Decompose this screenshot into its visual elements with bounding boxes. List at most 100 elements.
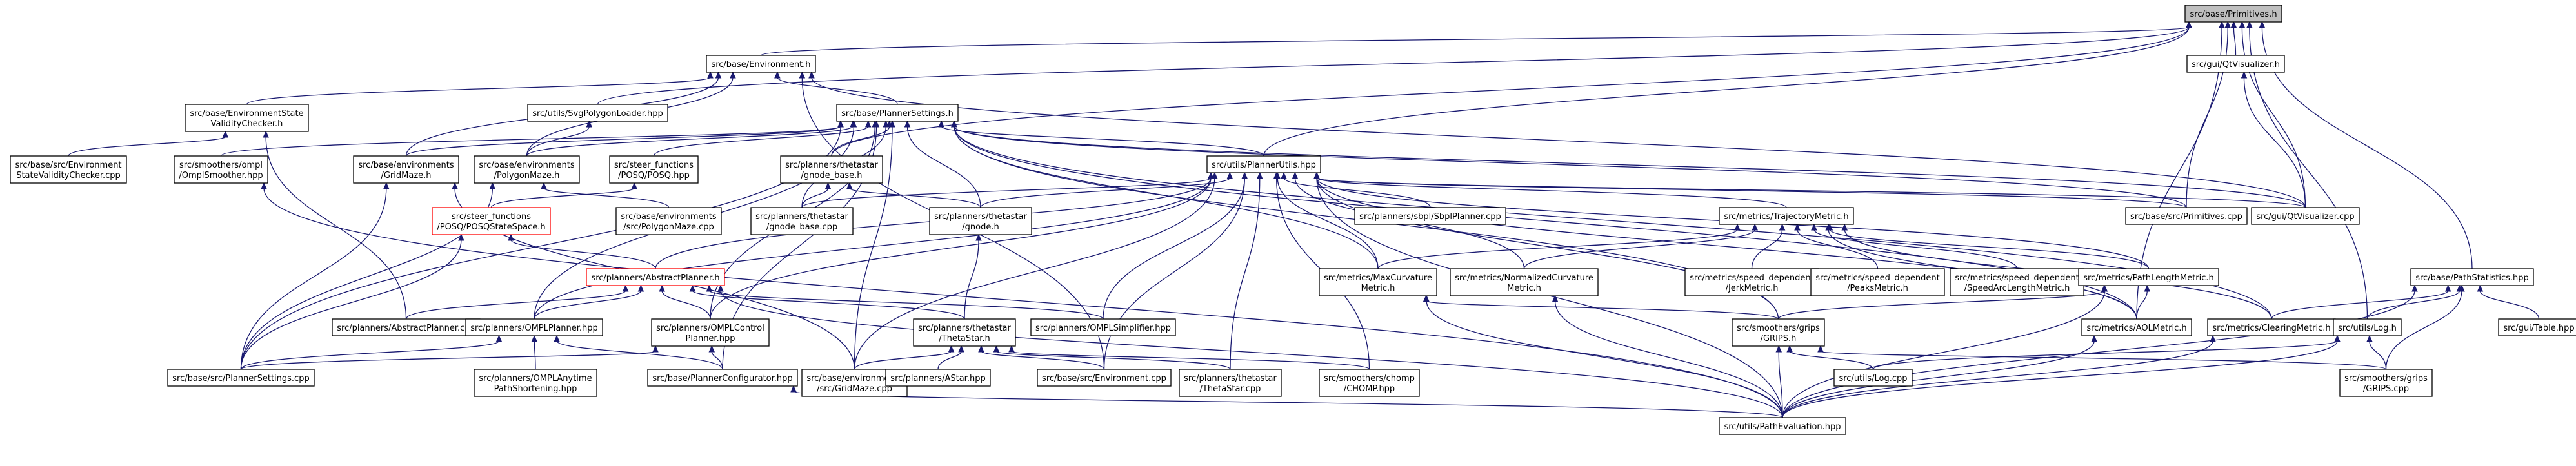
node-label: src/planners/OMPLControl [656,324,764,333]
node-speed-arc-metric[interactable]: src/metrics/speed_dependent/SpeedArcLeng… [1950,268,2084,296]
node-label: src/gui/QtVisualizer.cpp [2256,212,2354,222]
edge-arrowhead [2091,335,2097,342]
node-posq-hpp[interactable]: src/steer_functions/POSQ/POSQ.hpp [609,155,699,184]
node-label: src/base/src/PlannerSettings.cpp [172,374,309,383]
node-label: src/metrics/NormalizedCurvature [1455,273,1593,283]
node-log-h[interactable]: src/utils/Log.h [2333,318,2402,336]
node-environment-cpp[interactable]: src/base/src/Environment.cpp [1037,369,1172,387]
edge-line [490,188,635,208]
node-log-cpp[interactable]: src/utils/Log.cpp [1833,369,1913,387]
node-ompl-smoother[interactable]: src/smoothers/ompl/OmplSmoother.hpp [174,155,268,184]
node-grips-h[interactable]: src/smoothers/grips/GRIPS.h [1732,318,1825,347]
edge-arrowhead [824,182,832,189]
edge-line [720,290,1783,418]
edge-line [526,126,854,157]
edge-line [801,188,829,208]
node-theta-star-h[interactable]: src/planners/thetastar/ThetaStar.h [913,318,1016,347]
edge-10 [2241,71,2306,208]
node-theta-star-cpp[interactable]: src/planners/thetastar/ThetaStar.cpp [1179,369,1282,397]
node-box [353,155,459,184]
node-aol-metric[interactable]: src/metrics/AOLMetric.h [2081,318,2192,336]
edge-line [2243,77,2306,208]
node-label: src/smoothers/chomp [1324,374,1415,383]
node-label: src/base/Environment.h [711,60,810,70]
node-peaks-metric[interactable]: src/metrics/speed_dependent/PeaksMetric.… [1810,268,1945,296]
edge-arrowhead [1775,345,1782,353]
edge-arrowhead [1734,223,1741,231]
edge-arrowhead [222,130,229,138]
node-box [913,318,1016,347]
edge-line [2249,26,2368,320]
node-box [1719,207,1854,225]
edge-line [1782,290,2106,418]
node-polygon-maze-h[interactable]: src/base/environments/PolygonMaze.h [474,155,580,184]
node-path-statistics[interactable]: src/base/PathStatistics.hpp [2410,268,2534,286]
node-path-evaluation[interactable]: src/utils/PathEvaluation.hpp [1719,417,1846,435]
node-ompl-planner[interactable]: src/planners/OMPLPlanner.hpp [465,318,603,336]
node-gui-qtvis-h[interactable]: src/gui/QtVisualizer.h [2186,55,2285,73]
node-theta-gnode-base-h[interactable]: src/planners/thetastar/gnode_base.h [780,155,883,184]
node-ompl-simplifier[interactable]: src/planners/OMPLSimplifier.hpp [1030,318,1176,336]
node-ompl-anytime[interactable]: src/planners/OMPLAnytimePathShortening.h… [474,369,597,397]
edge-line [405,290,626,320]
edge-line [240,351,656,370]
edge-arrowhead [1281,171,1287,179]
edge-arrowhead [706,284,713,292]
node-trajectory-metric[interactable]: src/metrics/TrajectoryMetric.h [1719,207,1854,225]
node-jerk-metric[interactable]: src/metrics/speed_dependent/JerkMetric.h [1684,268,1819,296]
node-chomp-hpp[interactable]: src/smoothers/chomp/CHOMP.hpp [1319,369,1420,397]
node-primitives[interactable]: src/base/Primitives.h [2184,5,2282,23]
edge-line [854,177,1215,370]
node-planner-settings[interactable]: src/base/PlannerSettings.h [836,104,959,122]
edge-arrowhead [1273,171,1280,179]
edge-arrowhead [1552,295,1559,302]
edge-arrowhead [1841,223,1848,231]
edge-61 [710,171,1214,320]
node-label: src/utils/Log.cpp [1839,374,1907,383]
node-planner-utils[interactable]: src/utils/PlannerUtils.hpp [1206,155,1321,173]
edge-line [1813,229,2018,269]
node-grips-cpp[interactable]: src/smoothers/grips/GRIPS.cpp [2339,369,2433,397]
node-sbpl-planner[interactable]: src/planners/sbpl/SbplPlanner.cpp [1354,207,1506,225]
node-primitives-cpp[interactable]: src/base/src/Primitives.cpp [2125,207,2248,225]
node-abstract-planner-h[interactable]: src/planners/AbstractPlanner.h [586,268,725,286]
node-box [2186,55,2285,73]
edge-arrowhead [951,120,957,128]
node-posq-state-space[interactable]: src/steer_functions/POSQ/POSQStateSpace.… [432,207,551,235]
edge-line [1230,177,1261,370]
node-planner-configurator[interactable]: src/base/PlannerConfigurator.hpp [647,369,798,387]
node-env-state-checker[interactable]: src/base/EnvironmentStateValidityChecker… [185,104,309,132]
node-label: src/planners/AbstractPlanner.h [591,273,719,283]
node-box [185,104,309,132]
node-env-state-checker-cpp[interactable]: src/base/src/EnvironmentStateValidityChe… [10,155,127,184]
edge-7 [2259,21,2473,269]
node-gnode-h[interactable]: src/planners/thetastar/gnode.h [929,207,1032,235]
edge-74 [1811,223,2018,269]
node-qtvis-cpp[interactable]: src/gui/QtVisualizer.cpp [2251,207,2360,225]
edge-25 [938,120,1264,157]
node-planner-settings-cpp[interactable]: src/base/src/PlannerSettings.cpp [167,369,315,387]
node-polygon-maze-cpp[interactable]: src/base/environments/src/PolygonMaze.cp… [615,207,722,235]
edge-86 [659,284,711,320]
edge-line [543,188,670,208]
edge-80 [1552,295,1783,418]
node-astar-hpp[interactable]: src/planners/AStar.hpp [885,369,991,387]
node-grid-maze-h[interactable]: src/base/environments/GridMaze.h [353,155,459,184]
node-path-length-metric[interactable]: src/metrics/PathLengthMetric.h [2078,268,2219,286]
node-label: src/metrics/TrajectoryMetric.h [1724,212,1848,222]
node-gnode-base-cpp[interactable]: src/planners/thetastar/gnode_base.cpp [750,207,854,235]
node-abstract-planner-cpp[interactable]: src/planners/AbstractPlanner.cpp [332,318,481,336]
edge-line [964,239,979,320]
edge-line [708,290,1104,320]
edge-60 [534,171,1214,320]
node-svg-loader[interactable]: src/utils/SvgPolygonLoader.hpp [527,104,668,122]
node-clearing-metric[interactable]: src/metrics/ClearingMetric.h [2207,318,2336,336]
edge-arrowhead [2444,284,2451,292]
node-table-hpp[interactable]: src/gui/Table.hpp [2498,318,2576,336]
node-box [2078,268,2219,286]
edge-arrowhead [1752,223,1758,231]
node-environment-h[interactable]: src/base/Environment.h [706,55,816,73]
